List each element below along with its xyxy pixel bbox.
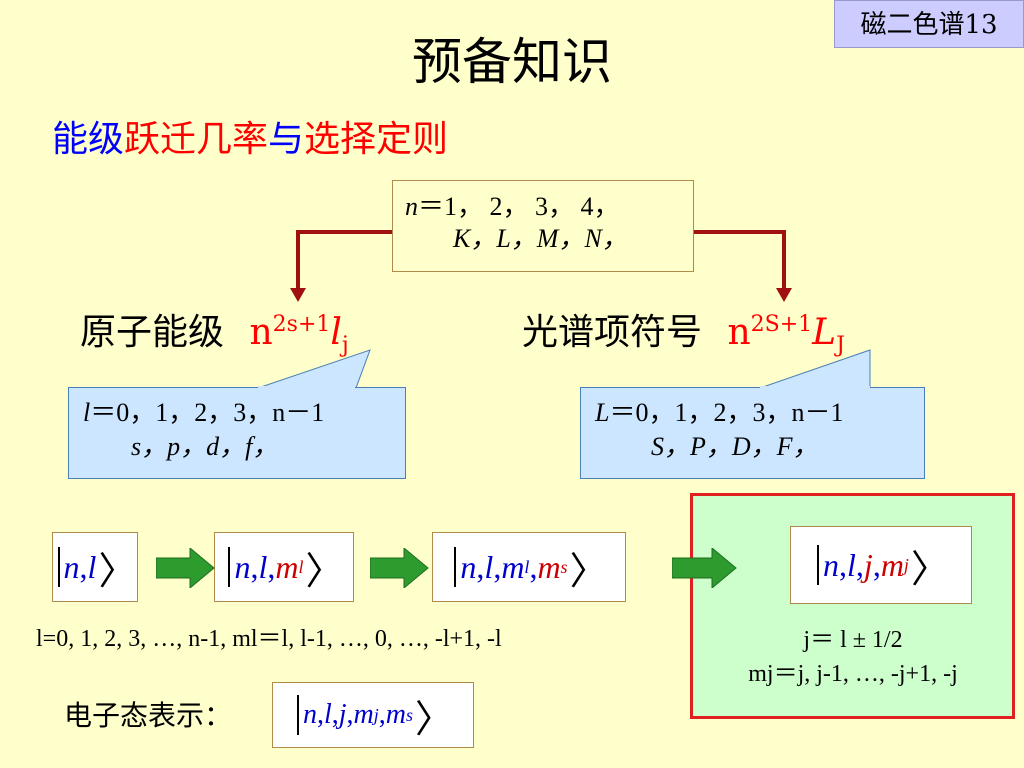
ket-n-l: n,l〉	[52, 532, 138, 602]
atomic-level-l: l	[330, 312, 342, 353]
section-subtitle: 能级跃迁几率与选择定则	[52, 115, 448, 165]
spectral-term-L: L	[812, 312, 837, 353]
orbital-quantum-callout: l＝0，1，2，3，n－1 s，p，d，f，	[68, 387, 406, 479]
spectral-term-J: J	[836, 333, 845, 359]
j-values: j＝ l ± 1/2	[803, 627, 903, 653]
quantum-number-ranges: l=0, 1, 2, 3, …, n-1, ml＝l, l-1, …, 0, ……	[36, 626, 502, 652]
orbital-letters: s，p，d，f，	[131, 432, 279, 461]
atomic-level-j: j	[341, 333, 349, 359]
n-values: ＝1， 2， 3， 4，	[418, 192, 620, 221]
term-letters: S，P，D，F，	[651, 432, 819, 461]
spectral-term: 光谱项符号 n2S+1LJ	[522, 303, 845, 368]
spectral-term-label: 光谱项符号	[522, 312, 703, 353]
slide-number-badge: 磁二色谱13	[834, 0, 1024, 48]
spectral-term-multiplicity: 2S+1	[750, 312, 813, 337]
n-variable: n	[405, 192, 418, 221]
shell-letters: K，L，M，N，	[453, 224, 628, 253]
L-values: ＝0，1，2，3，n－1	[609, 398, 844, 427]
subtitle-part-4: 选择定则	[304, 119, 449, 160]
principal-quantum-number-box: n＝1， 2， 3， 4， K，L，M，N，	[392, 180, 694, 272]
total-orbital-callout: L＝0，1，2，3，n－1 S，P，D，F，	[580, 387, 925, 479]
atomic-level-label: 原子能级	[80, 312, 225, 353]
arrow-right-icon	[672, 548, 737, 588]
atomic-level-n: n	[249, 312, 273, 353]
subtitle-part-1: 能级	[52, 119, 125, 160]
page-title: 预备知识	[412, 33, 612, 91]
l-variable: l	[83, 398, 91, 427]
arrow-right-icon	[370, 548, 429, 588]
arrow-right-icon	[156, 548, 215, 588]
subtitle-part-3: 与	[268, 119, 305, 160]
spectral-term-n: n	[727, 312, 751, 353]
atomic-level-multiplicity: 2s+1	[272, 312, 331, 337]
subtitle-part-2: 跃迁几率	[124, 119, 269, 160]
l-values: ＝0，1，2，3，n－1	[90, 398, 325, 427]
electron-state-label: 电子态表示：	[64, 699, 233, 732]
mj-values: mj＝j, j-1, …, -j+1, -j	[748, 661, 958, 687]
atomic-level: 原子能级 n2s+1lj	[80, 303, 349, 368]
L-variable: L	[595, 398, 610, 427]
